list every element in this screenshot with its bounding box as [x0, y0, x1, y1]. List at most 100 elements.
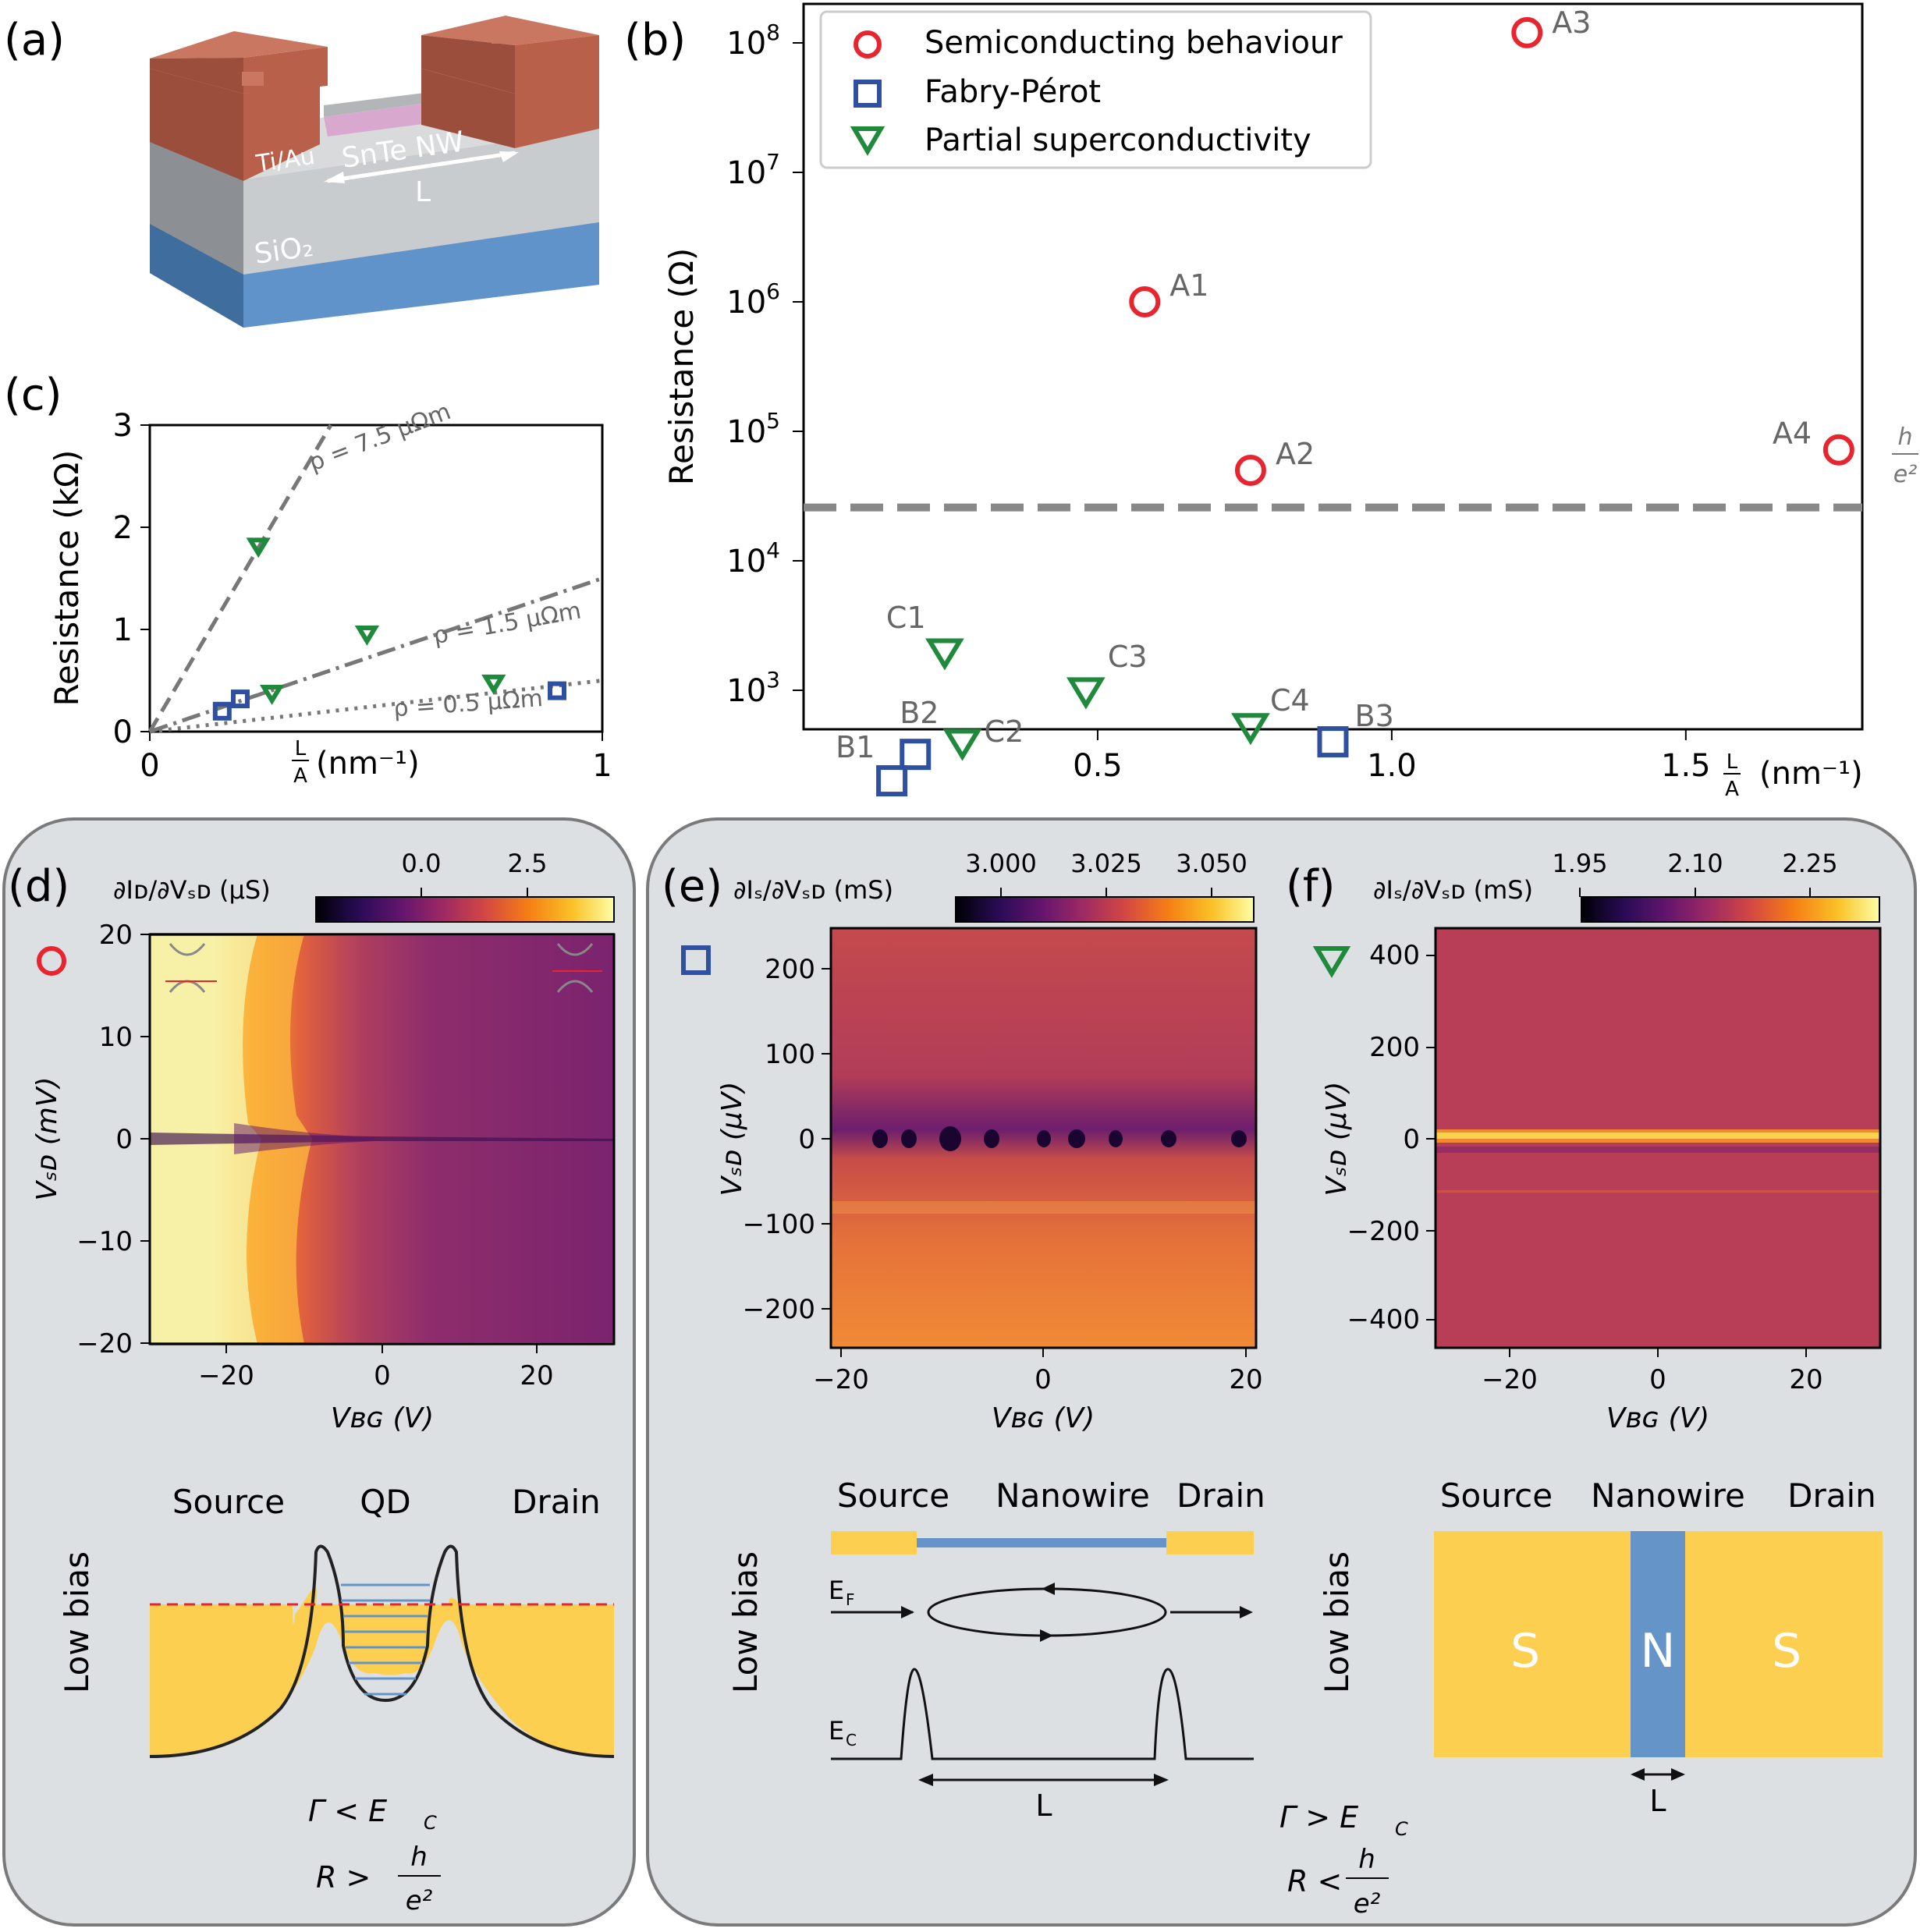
colorbar-tick-label: 3.050: [1176, 849, 1247, 878]
y-tick-label: 100: [765, 1039, 815, 1070]
y-tick-label: 107: [726, 149, 780, 191]
label-length: L: [415, 176, 431, 208]
colorbar-ticks: 3.000 3.025 3.050: [965, 849, 1247, 897]
x-tick-label: 1.5: [1661, 748, 1711, 784]
y-tick-label: −200: [743, 1294, 815, 1325]
data-point: [1822, 434, 1854, 466]
qd-schematic: Source QD Drain Low bias: [58, 1483, 615, 1758]
colorbar: [1581, 896, 1880, 923]
label-ec: E: [829, 1716, 844, 1746]
heatmap-d-axes: 20 10 0 −10 −20 −20 0 20 Vₛᴅ (mV) Vʙɢ (V…: [31, 920, 554, 1434]
heatmap-f-axes: 400 200 0 −200 −400 −20 0 20 Vₛᴅ (μV) Vʙ…: [1321, 940, 1823, 1434]
label-n: N: [1641, 1624, 1676, 1679]
colorbar-tick-label: 3.000: [965, 849, 1037, 878]
chart-b: Resistance (Ω) L A (nm⁻¹) h e² Semicondu…: [662, 2, 1918, 801]
point-label: A2: [1276, 437, 1315, 471]
data-point: [900, 739, 932, 771]
x-tick-label: 20: [520, 1360, 553, 1391]
data-point: [942, 728, 982, 761]
point-label: C2: [985, 714, 1024, 749]
point-label: C3: [1108, 640, 1148, 674]
point-label: A3: [1552, 5, 1591, 40]
data-point: [1066, 677, 1106, 710]
y-tick-label: 200: [765, 954, 815, 985]
colorbar-label: ∂Iₛ/∂Vₛᴅ (mS): [1373, 875, 1533, 905]
y-tick-label: 10: [99, 1022, 133, 1053]
schematic-drain: Drain: [1176, 1476, 1265, 1515]
condition-1-sub: C: [1395, 1818, 1408, 1840]
condition-1: Γ > E: [1279, 1800, 1358, 1835]
data-point: [259, 685, 285, 705]
heatmap-e: [829, 927, 1258, 1349]
y-axis-label: Vₛᴅ (mV): [31, 1076, 63, 1200]
y-tick-label: 3: [113, 408, 133, 444]
y-tick-label: 108: [726, 19, 780, 62]
data-point: [1511, 16, 1543, 48]
colorbar-ticks: 1.95 2.10 2.25: [1552, 849, 1838, 897]
colorbar-tick-label: 3.025: [1070, 849, 1142, 878]
panel-c-label: (c): [4, 370, 62, 420]
y-tick-label: 106: [726, 278, 780, 321]
y-tick-label: 105: [726, 408, 780, 450]
label-ec-sub: C: [846, 1731, 857, 1749]
x-tick-label: 20: [1789, 1364, 1822, 1395]
frac-num: h: [1358, 1844, 1375, 1875]
x-tick-label: 20: [1229, 1364, 1262, 1395]
y-tick-label: 400: [1369, 940, 1420, 971]
schematic-source: Source: [837, 1476, 949, 1515]
legend-label-partial-sc: Partial superconductivity: [925, 122, 1311, 158]
heatmap-f: [1434, 927, 1882, 1349]
panel-b-label: (b): [624, 15, 686, 66]
schematic-middle: QD: [360, 1483, 410, 1521]
label-length: L: [1035, 1788, 1052, 1823]
sns-schematic: Source Nanowire Drain Low bias S N S L: [1318, 1476, 1883, 1818]
colorbar-tick-label: 0.0: [402, 849, 442, 878]
frac-num: h: [410, 1842, 428, 1873]
y-tick-label: 2: [113, 510, 133, 546]
label-s1: S: [1510, 1624, 1540, 1679]
x-tick-label: 0.5: [1073, 748, 1123, 784]
x-axis-unit: (nm⁻¹): [316, 746, 420, 782]
y-axis-label: Vₛᴅ (μV): [1321, 1082, 1353, 1196]
data-point: [481, 674, 506, 695]
legend-marker-triangle: [850, 126, 885, 156]
y-tick-label: −10: [76, 1226, 133, 1257]
x-tick-label: −20: [813, 1364, 869, 1395]
colorbar: [315, 896, 615, 923]
x-tick-label: 0: [1649, 1364, 1666, 1395]
colorbar-ticks: 0.0 2.5: [402, 849, 548, 897]
point-label: A1: [1169, 268, 1208, 303]
x-tick-label: −20: [198, 1360, 254, 1391]
semiconducting-marker-icon: [37, 946, 66, 976]
y-tick-label: 104: [726, 537, 780, 580]
y-tick-label: 0: [113, 714, 133, 750]
schematic-middle: Nanowire: [995, 1476, 1150, 1515]
x-tick-label: 0: [140, 748, 159, 784]
fabry-perot-marker-icon: [681, 945, 711, 975]
condition-d: Γ < E C R > h e²: [308, 1794, 441, 1916]
legend-label-fabry-perot: Fabry-Pérot: [925, 74, 1101, 110]
reference-num: h: [1897, 424, 1912, 451]
schematic-middle: Nanowire: [1591, 1476, 1745, 1515]
x-tick-label: 1.0: [1367, 748, 1417, 784]
schematic-drain: Drain: [1787, 1476, 1876, 1515]
data-point: [1234, 454, 1266, 486]
data-point: [876, 765, 908, 797]
schematic-bias: Low bias: [58, 1551, 96, 1693]
colorbar-tick-label: 2.5: [508, 849, 548, 878]
colorbar-tick-label: 2.10: [1667, 849, 1723, 878]
data-point: [246, 537, 271, 558]
x-tick-label: 1: [592, 748, 612, 784]
y-axis-label: Vₛᴅ (μV): [716, 1082, 748, 1196]
frac-den: e²: [406, 1885, 433, 1916]
x-frac-num: L: [295, 737, 307, 760]
point-label: B3: [1355, 699, 1394, 733]
label-ef: E: [829, 1576, 844, 1605]
point-label: C1: [886, 601, 926, 635]
y-tick-label: 0: [798, 1124, 815, 1155]
schematic-source: Source: [172, 1483, 285, 1521]
x-tick-label: −20: [1482, 1364, 1538, 1395]
data-point: [925, 638, 964, 671]
y-tick-label: −200: [1347, 1216, 1420, 1247]
